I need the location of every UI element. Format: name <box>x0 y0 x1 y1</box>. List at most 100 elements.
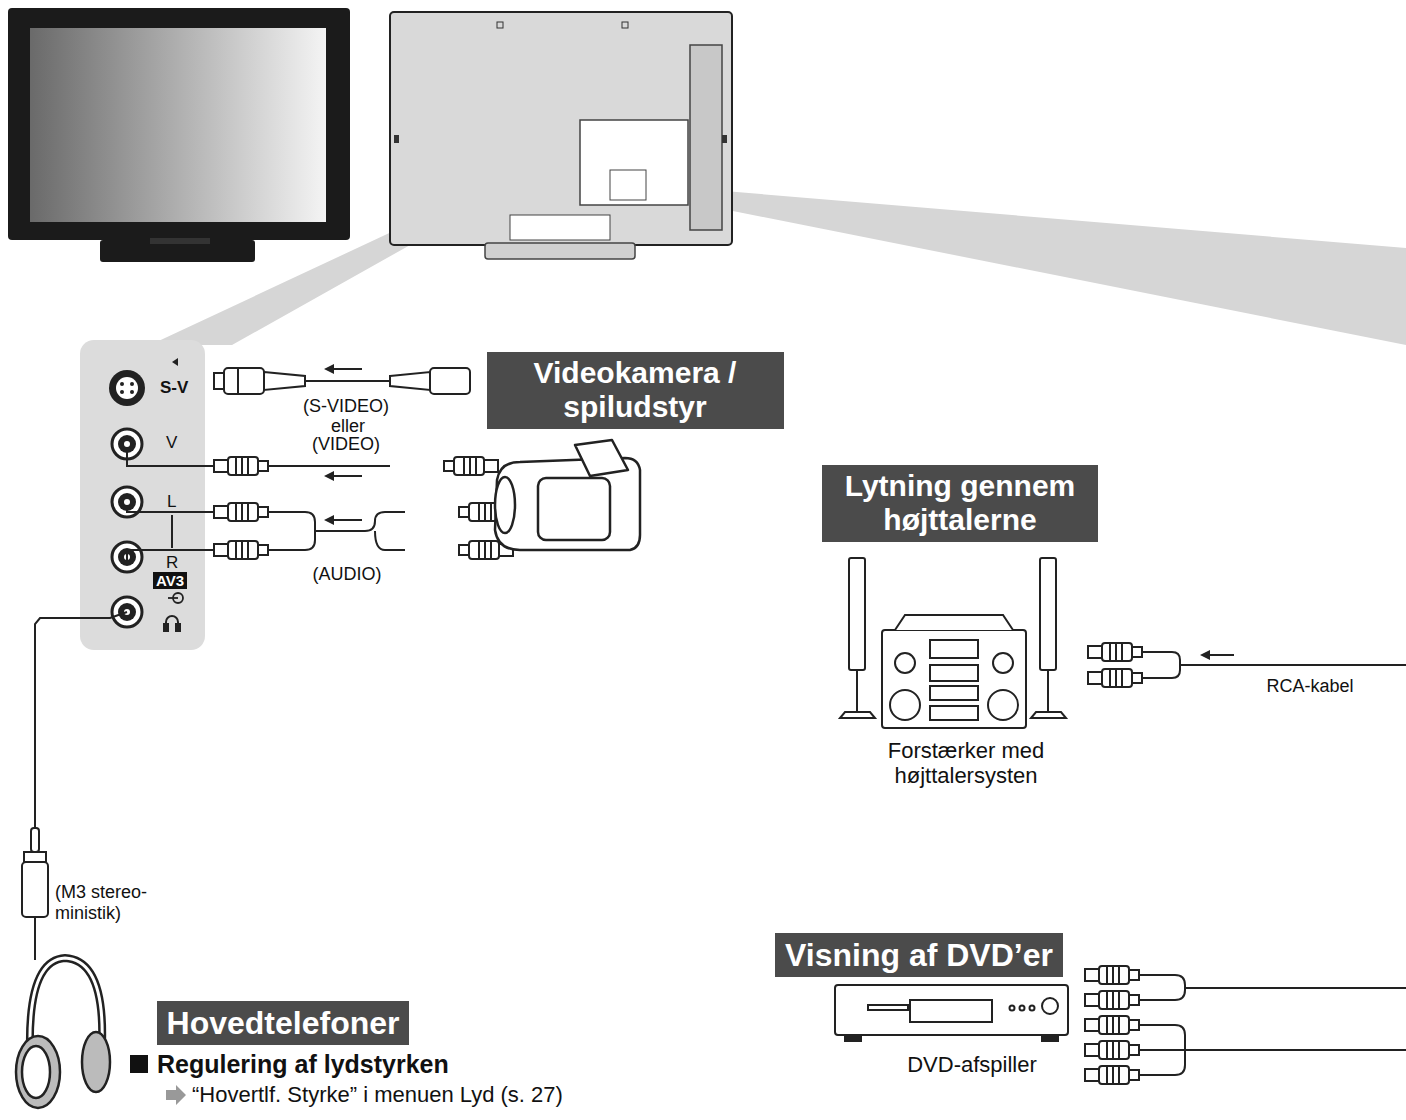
plug-name: (M3 stereo- ministik) <box>55 882 167 923</box>
drawing-part <box>497 22 503 28</box>
drawing-part <box>324 515 334 525</box>
drawing-part <box>430 368 470 394</box>
cable-name: (AUDIO) <box>313 564 382 585</box>
drawing-part <box>120 390 124 394</box>
drawing-part <box>890 690 920 720</box>
drawing-part <box>330 475 362 477</box>
input-name: AV3 <box>153 572 187 589</box>
drawing-part <box>150 238 210 244</box>
drawing-part <box>22 1046 50 1098</box>
drawing-part <box>610 170 646 200</box>
tv-back <box>390 12 732 245</box>
tv-front <box>8 8 350 240</box>
heading-text: Videokamera / spiludstyr <box>497 356 774 425</box>
drawing-part <box>510 215 610 240</box>
headphone-symbol <box>164 616 180 631</box>
drawing-part <box>330 519 362 521</box>
drawing-part <box>130 382 134 386</box>
drawing-part <box>1208 654 1234 656</box>
drawing-part <box>164 624 168 631</box>
drawing-part <box>485 243 635 259</box>
drawing-part <box>1085 1066 1139 1084</box>
input-symbol <box>168 593 183 603</box>
drawing-part <box>394 135 399 143</box>
drawing-part <box>868 1005 908 1010</box>
drawing-part <box>444 457 498 475</box>
drawing-part <box>1042 1035 1058 1041</box>
drawing-part <box>895 653 915 673</box>
drawing-part <box>1142 652 1406 678</box>
drawing-part <box>390 372 430 390</box>
device-heading: Visning af DVD’er <box>775 933 1063 978</box>
drawing-part <box>910 1000 992 1022</box>
drawing-part <box>895 615 1013 630</box>
drawing-part <box>214 541 268 559</box>
instruction-heading: Regulering af lydstyrken <box>157 1050 449 1079</box>
heading-text: Lytning gennem højttalerne <box>832 469 1088 538</box>
drawing-part <box>214 503 268 521</box>
signal-arrow <box>324 515 362 525</box>
drawing-part <box>116 377 138 399</box>
drawing-part <box>324 471 334 481</box>
drawing-part <box>930 665 978 681</box>
drawing-part <box>324 364 334 374</box>
drawing-part <box>930 686 978 700</box>
s-video-cable <box>214 368 470 394</box>
drawing-part <box>1200 650 1210 660</box>
drawing-part <box>22 862 48 917</box>
signal-arrow <box>324 364 362 374</box>
note: eller <box>331 416 365 437</box>
drawing-part <box>1020 1006 1025 1011</box>
drawing-part <box>35 612 127 828</box>
cable-name: RCA-kabel <box>1266 676 1353 697</box>
drawing-part <box>31 828 39 852</box>
mini-plug <box>22 828 48 960</box>
drawing-part <box>130 390 134 394</box>
jack-name: V <box>166 433 177 453</box>
instruction-note: “Hovertlf. Styrke” i menuen Lyd (s. 27) <box>192 1082 563 1107</box>
device-name: Forstærker med højttalersysten <box>846 738 1086 789</box>
drawing-part <box>1042 998 1058 1014</box>
heading-text: Visning af DVD’er <box>785 937 1053 974</box>
jack-name: L <box>167 492 176 512</box>
cable-name: (VIDEO) <box>312 434 380 455</box>
drawing-part <box>305 380 390 382</box>
drawing-part <box>1088 669 1142 687</box>
drawing-part <box>16 1036 60 1108</box>
drawing-part <box>82 1032 110 1092</box>
drawing-part <box>109 370 145 406</box>
drawing-part <box>1085 991 1139 1009</box>
dvd-player <box>835 985 1068 1041</box>
device-heading: Lytning gennem højttalerne <box>822 465 1098 542</box>
cable-name: (S-VIDEO) <box>303 396 389 417</box>
jack-name: S-V <box>160 378 188 398</box>
drawing-part <box>264 372 305 390</box>
drawing-part <box>538 478 610 540</box>
drawing-part <box>1010 1006 1015 1011</box>
drawing-part <box>993 653 1013 673</box>
drawing-part <box>840 670 875 718</box>
drawing-part <box>30 28 326 222</box>
drawing-part <box>849 558 865 670</box>
bullet-square <box>130 1055 148 1073</box>
jack-panel <box>80 340 205 650</box>
drawing-part <box>930 706 978 720</box>
drawing-part <box>224 368 264 394</box>
drawing-part <box>34 917 36 960</box>
drawing-part <box>214 373 224 389</box>
drawing-part <box>690 45 722 230</box>
drawing-part <box>988 690 1018 720</box>
drawing-part <box>1085 966 1139 984</box>
drawing-part <box>214 457 268 475</box>
drawing-part <box>1085 1041 1139 1059</box>
device-heading: Hovedtelefoner <box>157 1001 410 1046</box>
signal-arrow <box>1200 650 1234 660</box>
drawing-part <box>168 597 178 599</box>
drawing-part <box>237 368 239 394</box>
drawing-part <box>127 452 214 466</box>
drawing-part <box>722 135 727 143</box>
drawing-part <box>845 1035 861 1041</box>
drawing-part <box>1139 975 1406 1075</box>
drawing-part <box>1088 643 1142 661</box>
